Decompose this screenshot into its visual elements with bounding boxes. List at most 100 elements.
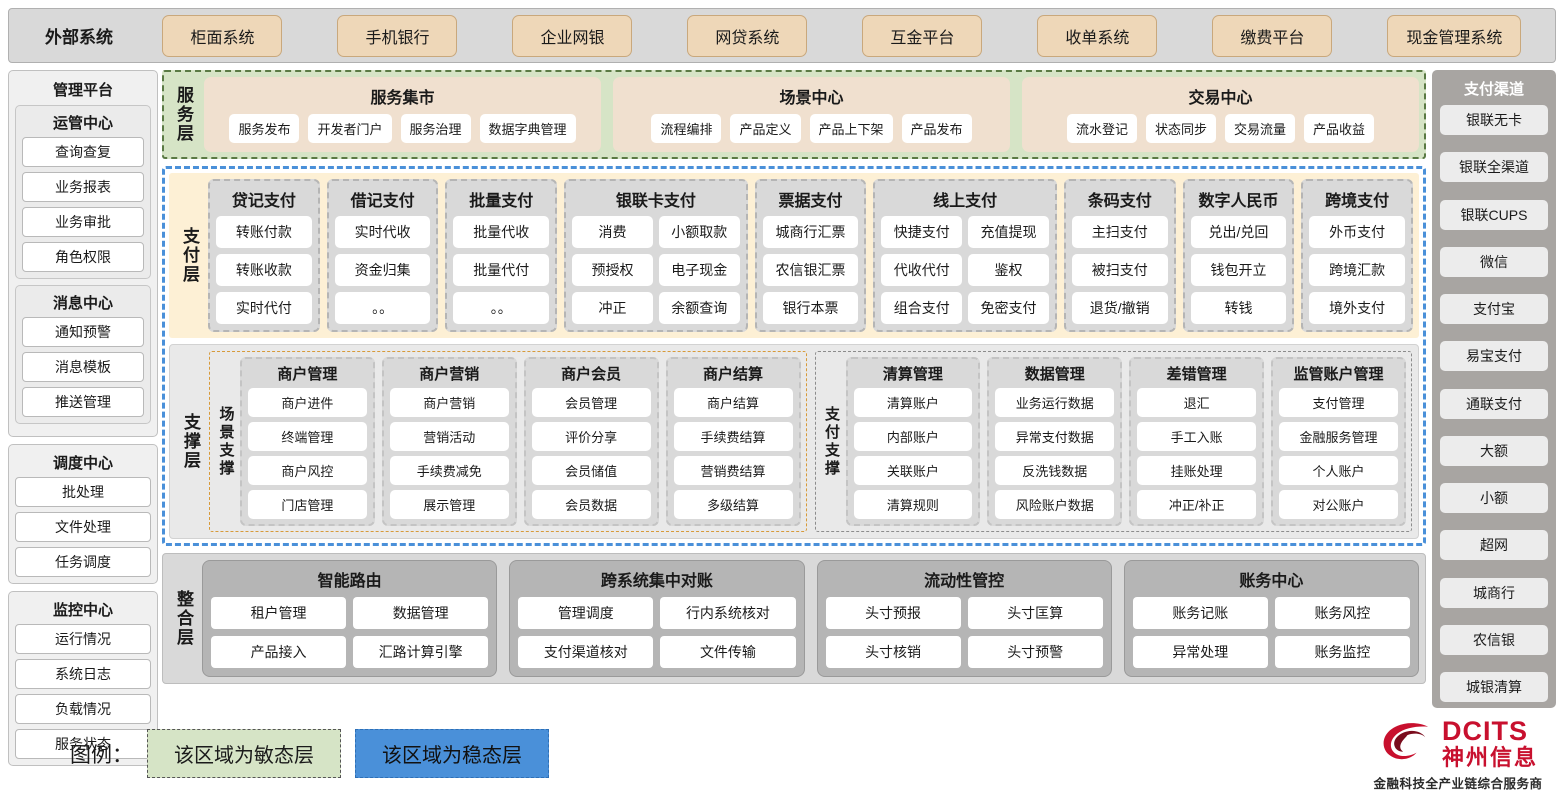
support-item[interactable]: 商户进件 <box>248 388 367 417</box>
management-group-item[interactable]: 任务调度 <box>15 547 151 577</box>
payment-channel-item[interactable]: 微信 <box>1440 246 1548 277</box>
support-item[interactable]: 商户结算 <box>673 388 793 417</box>
management-group-item[interactable]: 负载情况 <box>15 694 151 724</box>
support-item[interactable]: 营销活动 <box>389 422 509 451</box>
integration-item[interactable]: 支付渠道核对 <box>518 636 654 668</box>
management-group-item[interactable]: 服务状态 <box>15 729 151 759</box>
payment-item[interactable]: 组合支付 <box>881 292 963 324</box>
integration-item[interactable]: 头寸预报 <box>825 597 961 629</box>
payment-item[interactable]: 鉴权 <box>968 254 1049 286</box>
support-item[interactable]: 支付管理 <box>1279 388 1398 417</box>
payment-channel-item[interactable]: 大额 <box>1440 435 1548 466</box>
payment-item[interactable]: 转钱 <box>1190 292 1287 324</box>
service-chip[interactable]: 产品收益 <box>1304 114 1375 143</box>
payment-item[interactable]: 充值提现 <box>968 216 1049 248</box>
payment-item[interactable]: 余额查询 <box>658 292 740 324</box>
service-chip[interactable]: 产品发布 <box>901 114 972 143</box>
payment-channel-item[interactable]: 通联支付 <box>1440 388 1548 419</box>
payment-item[interactable]: 外币支付 <box>1309 216 1406 248</box>
payment-channel-item[interactable]: 支付宝 <box>1440 294 1548 324</box>
support-item[interactable]: 关联账户 <box>853 456 973 485</box>
payment-item[interactable]: 消费 <box>572 216 653 248</box>
payment-channel-item[interactable]: 城商行 <box>1440 577 1548 608</box>
integration-item[interactable]: 行内系统核对 <box>660 597 796 629</box>
support-item[interactable]: 金融服务管理 <box>1279 422 1398 451</box>
integration-item[interactable]: 账务记账 <box>1132 597 1268 629</box>
management-group-item[interactable]: 文件处理 <box>15 512 151 542</box>
service-chip[interactable]: 产品上下架 <box>809 114 893 143</box>
payment-channel-item[interactable]: 超网 <box>1440 530 1548 561</box>
payment-item[interactable]: 跨境汇款 <box>1309 254 1406 286</box>
support-item[interactable]: 手续费减免 <box>389 456 509 485</box>
management-group-item[interactable]: 推送管理 <box>22 387 144 417</box>
management-group-item[interactable]: 角色权限 <box>22 242 144 272</box>
payment-channel-item[interactable]: 银联无卡 <box>1440 105 1548 135</box>
external-system-chip[interactable]: 柜面系统 <box>162 14 283 57</box>
integration-item[interactable]: 租户管理 <box>211 597 347 629</box>
payment-item[interactable]: 快捷支付 <box>881 216 963 248</box>
support-item[interactable]: 评价分享 <box>531 422 651 451</box>
support-item[interactable]: 营销费结算 <box>673 456 793 485</box>
support-item[interactable]: 商户营销 <box>389 388 509 417</box>
payment-item[interactable]: 被扫支付 <box>1071 254 1168 286</box>
external-system-chip[interactable]: 收单系统 <box>1037 14 1158 57</box>
payment-item[interactable]: 小额取款 <box>658 216 740 248</box>
support-item[interactable]: 风险账户数据 <box>995 490 1115 519</box>
service-chip[interactable]: 交易流量 <box>1225 114 1296 143</box>
support-item[interactable]: 异常支付数据 <box>995 422 1115 451</box>
management-group-item[interactable]: 消息模板 <box>22 352 144 382</box>
support-item[interactable]: 手续费结算 <box>673 422 793 451</box>
payment-channel-item[interactable]: 易宝支付 <box>1440 341 1548 372</box>
integration-item[interactable]: 文件传输 <box>660 636 796 668</box>
support-item[interactable]: 清算规则 <box>853 490 973 519</box>
external-system-chip[interactable]: 互金平台 <box>862 14 983 57</box>
support-item[interactable]: 会员储值 <box>531 456 651 485</box>
support-item[interactable]: 手工入账 <box>1137 422 1257 451</box>
integration-item[interactable]: 汇路计算引擎 <box>353 636 489 668</box>
service-chip[interactable]: 流水登记 <box>1066 114 1137 143</box>
integration-item[interactable]: 账务风控 <box>1274 597 1410 629</box>
payment-item[interactable]: 批量代收 <box>453 216 550 248</box>
external-system-chip[interactable]: 缴费平台 <box>1212 14 1333 57</box>
payment-item[interactable]: 实时代付 <box>216 292 312 324</box>
service-chip[interactable]: 服务治理 <box>400 114 471 143</box>
management-group-item[interactable]: 查询查复 <box>22 137 144 167</box>
payment-item[interactable]: 转账付款 <box>216 216 312 248</box>
support-item[interactable]: 内部账户 <box>853 422 973 451</box>
support-item[interactable]: 会员管理 <box>531 388 651 417</box>
payment-item[interactable]: 农信银汇票 <box>762 254 859 286</box>
payment-item[interactable]: 境外支付 <box>1309 292 1406 324</box>
management-group-item[interactable]: 系统日志 <box>15 659 151 689</box>
integration-item[interactable]: 数据管理 <box>353 597 489 629</box>
payment-channel-item[interactable]: 农信银 <box>1440 624 1548 655</box>
service-chip[interactable]: 状态同步 <box>1145 114 1216 143</box>
integration-item[interactable]: 账务监控 <box>1274 636 1410 668</box>
management-group-item[interactable]: 通知预警 <box>22 317 144 347</box>
payment-item[interactable]: 钱包开立 <box>1190 254 1287 286</box>
payment-item[interactable]: 预授权 <box>572 254 653 286</box>
payment-item[interactable]: 主扫支付 <box>1071 216 1168 248</box>
payment-item[interactable]: 电子现金 <box>658 254 740 286</box>
payment-item[interactable]: 免密支付 <box>968 292 1049 324</box>
management-group-item[interactable]: 运行情况 <box>15 624 151 654</box>
support-item[interactable]: 冲正/补正 <box>1137 490 1257 519</box>
payment-item[interactable]: 资金归集 <box>334 254 431 286</box>
integration-item[interactable]: 头寸核销 <box>825 636 961 668</box>
payment-item[interactable]: 城商行汇票 <box>762 216 859 248</box>
payment-item[interactable]: 实时代收 <box>334 216 431 248</box>
support-item[interactable]: 终端管理 <box>248 422 367 451</box>
payment-channel-item[interactable]: 银联CUPS <box>1440 199 1548 230</box>
support-item[interactable]: 展示管理 <box>389 490 509 519</box>
integration-item[interactable]: 异常处理 <box>1132 636 1268 668</box>
integration-item[interactable]: 头寸预警 <box>967 636 1103 668</box>
support-item[interactable]: 业务运行数据 <box>995 388 1115 417</box>
management-group-item[interactable]: 批处理 <box>15 477 151 507</box>
support-item[interactable]: 会员数据 <box>531 490 651 519</box>
external-system-chip[interactable]: 网贷系统 <box>687 14 808 57</box>
integration-item[interactable]: 产品接入 <box>211 636 347 668</box>
support-item[interactable]: 门店管理 <box>248 490 367 519</box>
payment-item[interactable]: 。。 <box>334 292 431 324</box>
payment-item[interactable]: 。。 <box>453 292 550 324</box>
service-chip[interactable]: 开发者门户 <box>308 114 392 143</box>
payment-item[interactable]: 转账收款 <box>216 254 312 286</box>
